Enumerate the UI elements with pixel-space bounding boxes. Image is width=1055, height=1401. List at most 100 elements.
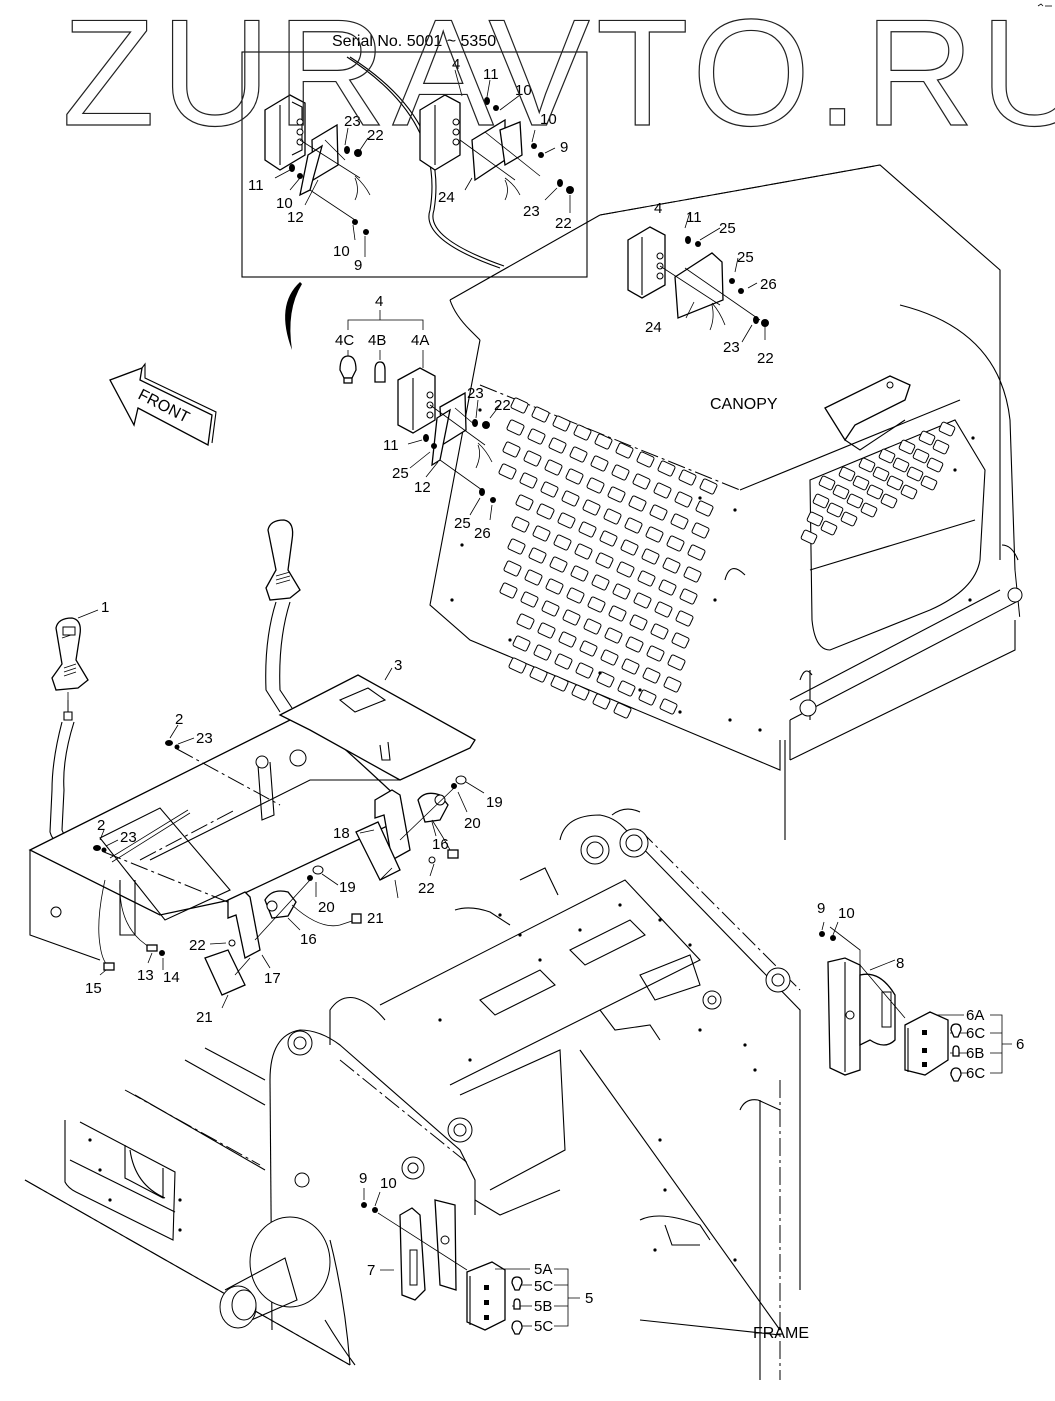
callout-child: 4A	[411, 332, 429, 349]
callout: 20	[464, 815, 481, 832]
grid-cell	[659, 698, 678, 715]
rivet	[518, 933, 522, 937]
canopy-rear-lamp: 4 11 25 25 26 24 23 22	[627, 200, 777, 367]
callout: 8	[896, 955, 904, 972]
grid-cell	[595, 552, 614, 569]
canopy-grab-handle	[824, 375, 911, 451]
control-assembly: 1 2 23 2 23 3 15 13 14	[28, 519, 476, 997]
callout: 2	[175, 711, 183, 728]
callout: 17	[264, 970, 281, 987]
rivet	[728, 718, 732, 722]
grid-cell	[562, 609, 581, 626]
callout: 10	[333, 243, 350, 260]
callout: 24	[645, 319, 662, 336]
bulb-6c-icon	[950, 1023, 962, 1038]
grid-cell	[552, 415, 571, 432]
rivet	[758, 728, 762, 732]
callout: 22	[555, 215, 572, 232]
grid-cell	[646, 645, 665, 662]
callout: 25	[719, 220, 736, 237]
callout: 4	[452, 56, 460, 73]
grid-cell	[566, 587, 585, 604]
grid-cell	[872, 466, 890, 482]
callout: 22	[494, 397, 511, 414]
grid-cell	[858, 457, 876, 473]
callout: 21	[196, 1009, 213, 1026]
bulb-5c-icon	[511, 1320, 523, 1335]
grid-cell	[898, 439, 916, 455]
grid-cell	[645, 526, 664, 543]
callout-parent: 5	[585, 1290, 593, 1307]
grid-cell	[667, 654, 686, 671]
rivet	[108, 1198, 112, 1202]
grid-cell	[900, 484, 918, 500]
rivet	[733, 1258, 737, 1262]
bulb-6b-icon	[952, 1045, 960, 1057]
rivet	[658, 1138, 662, 1142]
callout: 22	[418, 880, 435, 897]
grid-cell	[499, 582, 518, 599]
grid-cell	[878, 448, 896, 464]
rivet	[578, 928, 582, 932]
callout: 10	[540, 111, 557, 128]
grid-cell	[554, 653, 573, 670]
rivet	[653, 1248, 657, 1252]
rivet	[450, 598, 454, 602]
seat-switches: 19 20 16 18 22 21 19 20 16 22 17 21	[189, 775, 503, 1026]
grid-cell	[557, 512, 576, 529]
grid-cell	[637, 570, 656, 587]
grid-cell	[591, 574, 610, 591]
grid-cell	[657, 460, 676, 477]
grid-cell	[600, 649, 619, 666]
grid-cell	[574, 543, 593, 560]
callout: 11	[248, 177, 264, 194]
grid-cell	[604, 627, 623, 644]
callout-parent: 4	[375, 293, 383, 310]
callout: 9	[560, 139, 568, 156]
canopy-rear-grid	[800, 421, 956, 545]
grid-cell	[575, 662, 594, 679]
grid-cell	[670, 513, 689, 530]
callout: 11	[483, 66, 499, 83]
frame	[24, 808, 801, 1380]
grid-cell	[570, 565, 589, 582]
grid-cell	[615, 442, 634, 459]
callout: 3	[394, 657, 402, 674]
grid-cell	[608, 605, 627, 622]
grid-cell	[498, 463, 517, 480]
grid-cell	[912, 448, 930, 464]
grid-cell	[516, 613, 535, 630]
grid-cell	[616, 561, 635, 578]
grid-cell	[687, 544, 706, 561]
callout: 7	[367, 1262, 375, 1279]
grid-cell	[649, 504, 668, 521]
grid-cell	[541, 600, 560, 617]
grid-cell	[502, 441, 521, 458]
callout: 13	[137, 967, 154, 984]
grid-cell	[590, 455, 609, 472]
callout: 14	[163, 969, 180, 986]
grid-cell	[852, 475, 870, 491]
rivet	[638, 688, 642, 692]
grid-cell	[536, 503, 555, 520]
frame-label: FRAME	[753, 1325, 809, 1342]
grid-cell	[658, 579, 677, 596]
grid-cell	[663, 676, 682, 693]
callout-child: 4C	[335, 332, 354, 349]
grid-cell	[620, 539, 639, 556]
grid-cell	[582, 499, 601, 516]
bulb-6c-icon	[950, 1067, 962, 1082]
callout: 16	[300, 931, 317, 948]
rivet	[678, 710, 682, 714]
grid-cell	[926, 457, 944, 473]
grid-cell	[624, 517, 643, 534]
grid-cell	[550, 675, 569, 692]
rivet	[953, 468, 957, 472]
rivet	[178, 1198, 182, 1202]
grid-cell	[512, 635, 531, 652]
grid-cell	[592, 693, 611, 710]
rivet	[478, 408, 482, 412]
grid-cell	[662, 557, 681, 574]
callout-child: 6C	[966, 1025, 985, 1042]
grid-cell	[579, 640, 598, 657]
